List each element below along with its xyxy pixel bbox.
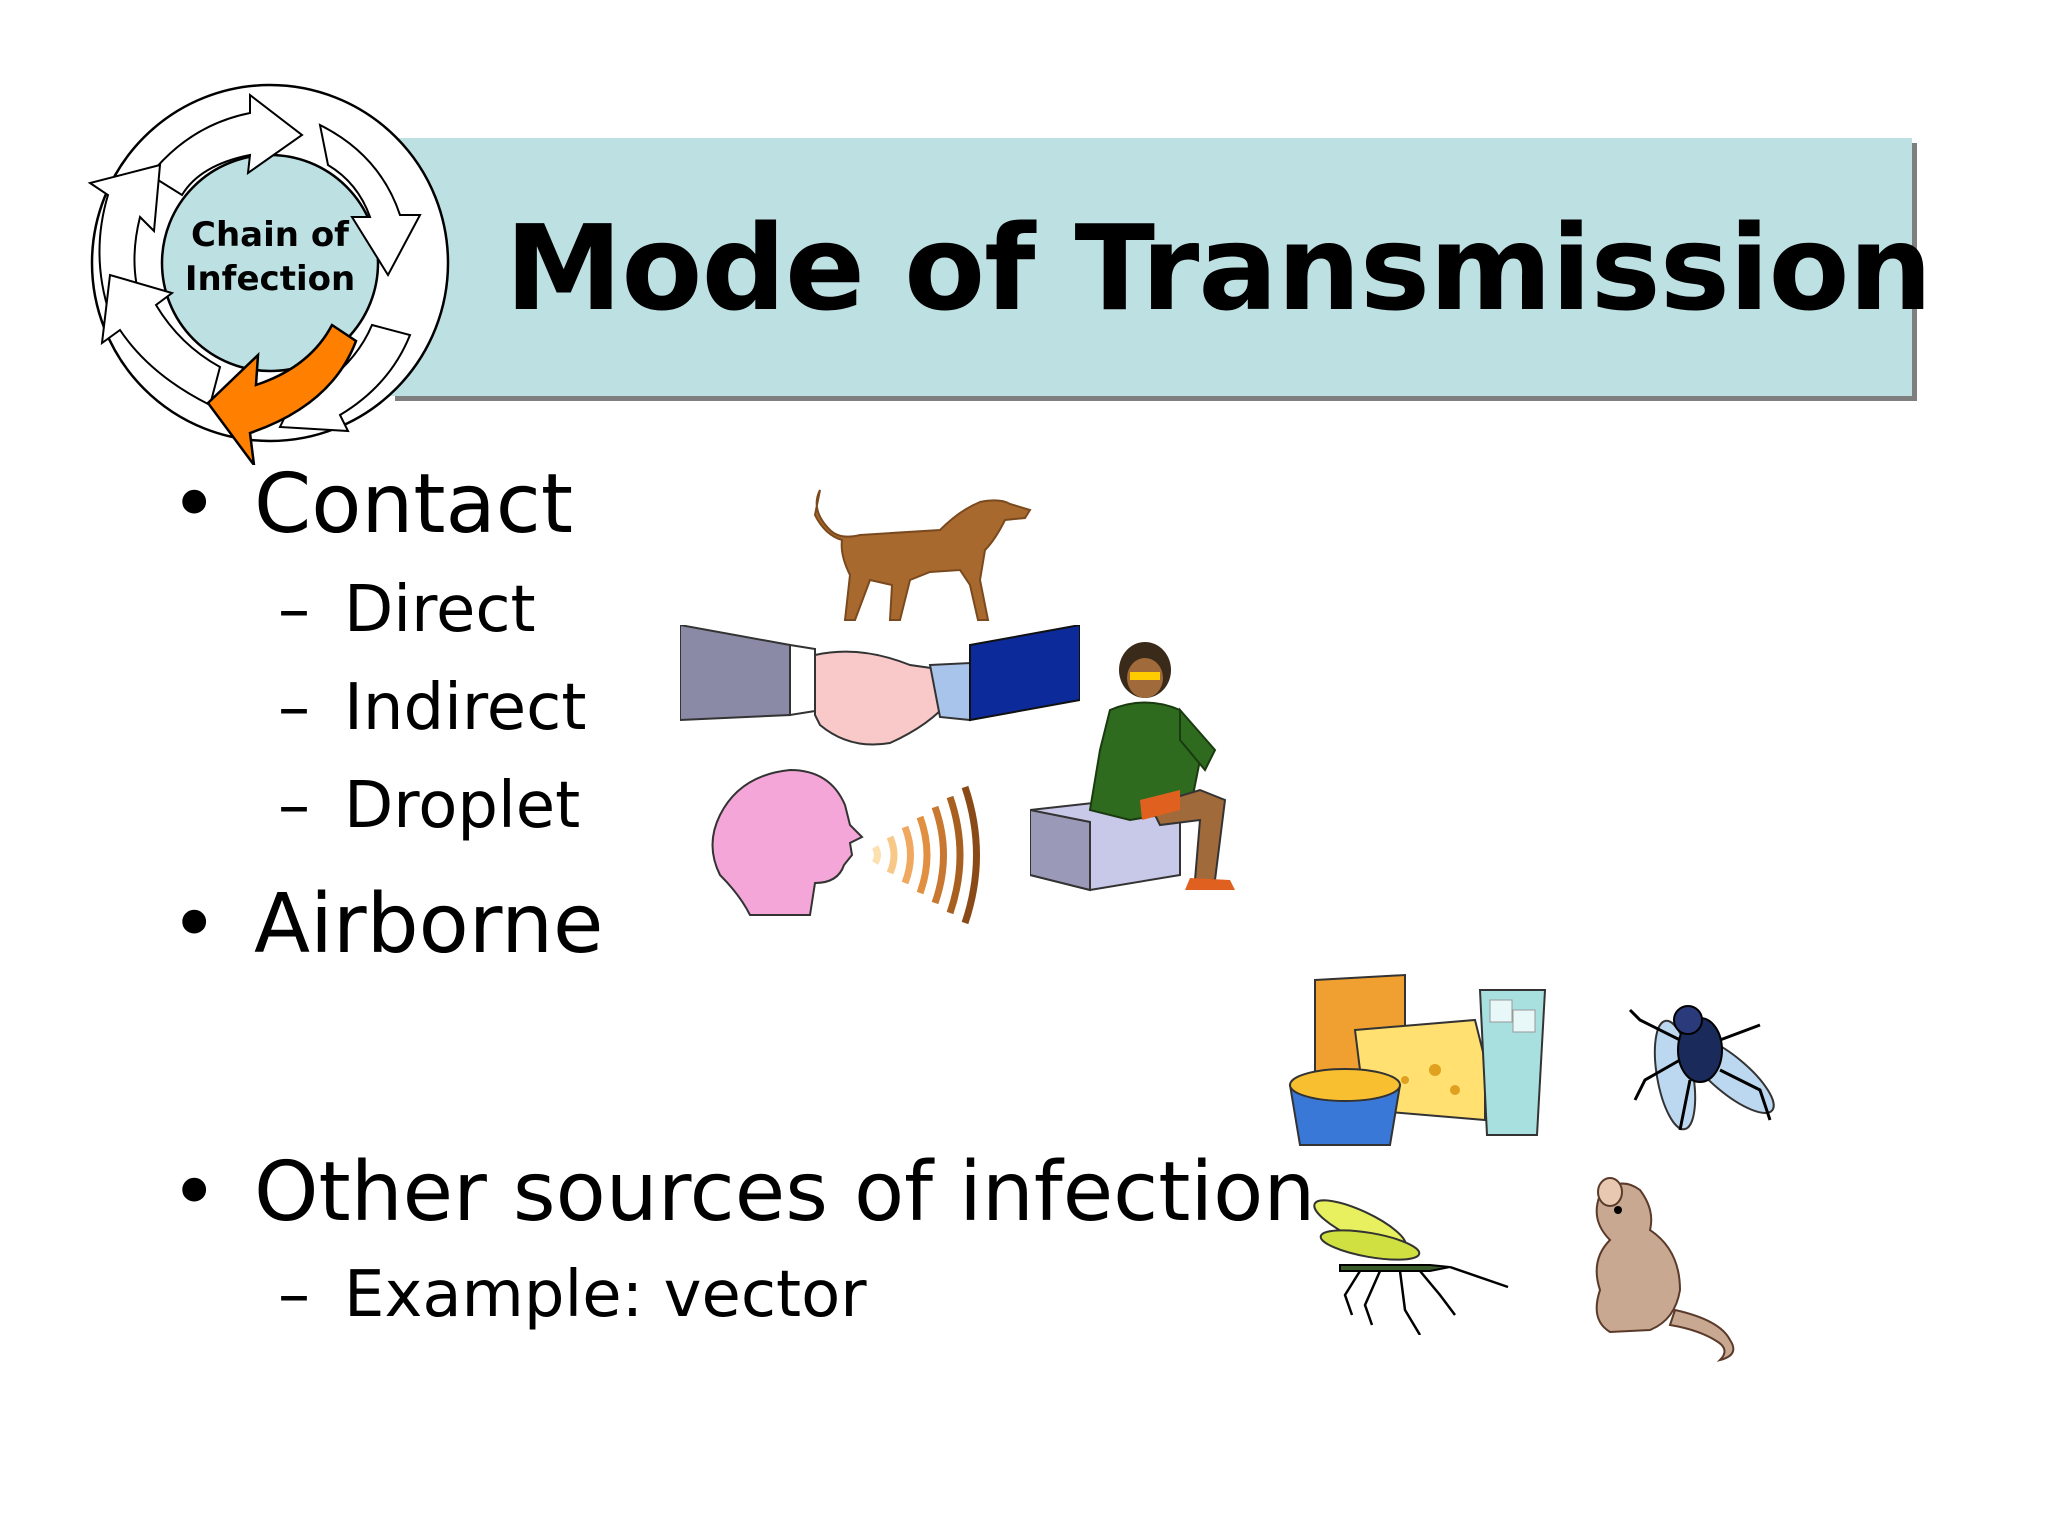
chain-of-infection-cycle-icon	[87, 83, 450, 465]
sub-bullet-text: Example: vector	[344, 1258, 867, 1332]
handshake-icon	[680, 625, 1080, 746]
sub-bullet-dash: –	[278, 671, 310, 745]
mosquito-icon	[1313, 1199, 1509, 1335]
title-banner	[390, 138, 1912, 396]
sub-bullet-example-vector: –Example: vector	[278, 1255, 867, 1335]
housefly-icon	[1628, 1005, 1775, 1131]
bullet-text: Airborne	[254, 877, 604, 972]
dog-icon	[813, 489, 1032, 621]
cycle-label-line1: Chain of	[191, 215, 349, 255]
sub-bullet-indirect: –Indirect	[278, 668, 586, 748]
bullet-airborne: • Airborne	[170, 875, 604, 975]
bullet-dot: •	[170, 1145, 219, 1240]
cycle-label: Chain of Infection	[170, 213, 370, 301]
woman-on-phone-icon	[1030, 642, 1235, 892]
sub-bullet-text: Direct	[344, 573, 536, 647]
sub-bullet-dash: –	[278, 769, 310, 843]
sub-bullet-droplet: –Droplet	[278, 766, 580, 846]
bullet-contact: • Contact	[170, 455, 573, 555]
sub-bullet-text: Droplet	[344, 769, 581, 843]
bullet-text: Contact	[254, 457, 574, 552]
cycle-label-line2: Infection	[184, 259, 356, 299]
sub-bullet-text: Indirect	[344, 671, 587, 745]
slide-title: Mode of Transmission	[505, 199, 1933, 337]
sub-bullet-dash: –	[278, 573, 310, 647]
speaking-head-icon	[711, 768, 980, 925]
sub-bullet-dash: –	[278, 1258, 310, 1332]
mouse-icon	[1595, 1177, 1735, 1362]
sub-bullet-direct: –Direct	[278, 570, 536, 650]
bullet-other-sources: • Other sources of infection	[170, 1143, 1315, 1243]
bullet-dot: •	[170, 457, 219, 552]
bullet-text: Other sources of infection	[254, 1145, 1316, 1240]
bullet-dot: •	[170, 877, 219, 972]
food-and-drink-icon	[1288, 973, 1547, 1146]
